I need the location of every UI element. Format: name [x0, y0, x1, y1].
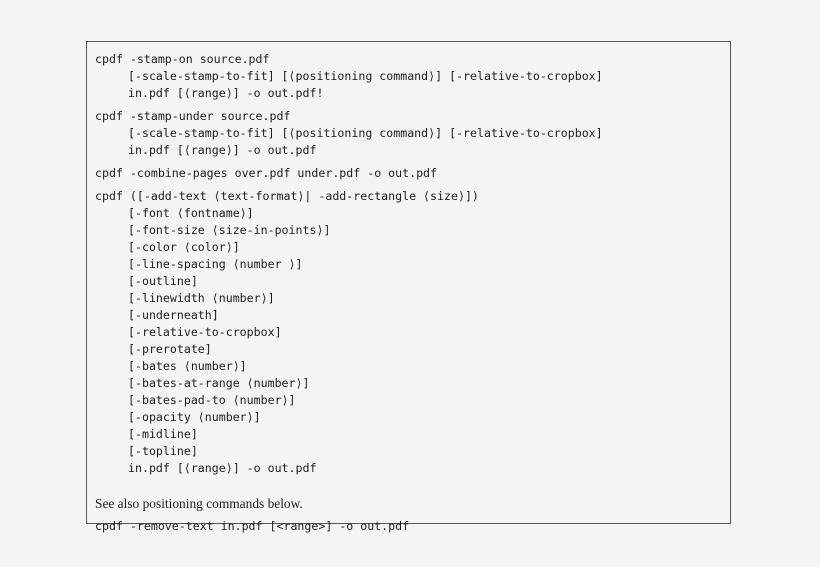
usage-line: in.pdf [⟨range⟩] -o out.pdf!	[128, 86, 324, 100]
usage-line: cpdf -stamp-on source.pdf	[95, 52, 270, 66]
usage-line: [-linewidth ⟨number⟩]	[128, 291, 275, 305]
usage-block-remove-text: cpdf -remove-text in.pdf [<range>] -o ou…	[87, 518, 730, 535]
usage-line: [-line-spacing ⟨number ⟩]	[128, 257, 303, 271]
usage-line: [-midline]	[128, 427, 198, 441]
usage-block-add-text: cpdf ([-add-text ⟨text-format⟩| -add-rec…	[87, 188, 730, 477]
usage-line: [-font ⟨fontname⟩]	[128, 206, 254, 220]
usage-line: [-bates ⟨number⟩]	[128, 359, 247, 373]
usage-line: cpdf -stamp-under source.pdf	[95, 109, 291, 123]
usage-line: [-font-size ⟨size-in-points⟩]	[128, 223, 331, 237]
usage-block-stamp-under: cpdf -stamp-under source.pdf [-scale-sta…	[87, 108, 730, 159]
usage-line: [-bates-at-range ⟨number⟩]	[128, 376, 310, 390]
see-also-note: See also positioning commands below.	[87, 495, 730, 512]
usage-line: cpdf -combine-pages over.pdf under.pdf -…	[95, 166, 438, 180]
usage-line: [-scale-stamp-to-fit] [⟨positioning comm…	[128, 126, 603, 140]
usage-line: in.pdf [⟨range⟩] -o out.pdf	[128, 143, 317, 157]
usage-line: [-underneath]	[128, 308, 219, 322]
usage-line: [-topline]	[128, 444, 198, 458]
usage-line: [-prerotate]	[128, 342, 212, 356]
usage-line: cpdf -remove-text in.pdf [<range>] -o ou…	[95, 519, 410, 533]
usage-synopsis-box: cpdf -stamp-on source.pdf [-scale-stamp-…	[86, 41, 731, 533]
usage-line: [-bates-pad-to ⟨number⟩]	[128, 393, 296, 407]
see-also-text: See also positioning commands below.	[95, 496, 303, 511]
usage-block-combine-pages: cpdf -combine-pages over.pdf under.pdf -…	[87, 165, 730, 182]
usage-line: [-color ⟨color⟩]	[128, 240, 240, 254]
usage-block-stamp-on: cpdf -stamp-on source.pdf [-scale-stamp-…	[87, 51, 730, 102]
usage-line: in.pdf [⟨range⟩] -o out.pdf	[128, 461, 317, 475]
usage-line: [-scale-stamp-to-fit] [⟨positioning comm…	[128, 69, 603, 83]
usage-line: [-outline]	[128, 274, 198, 288]
usage-line: cpdf ([-add-text ⟨text-format⟩| -add-rec…	[95, 189, 479, 203]
usage-line: [-opacity ⟨number⟩]	[128, 410, 261, 424]
usage-line: [-relative-to-cropbox]	[128, 325, 282, 339]
